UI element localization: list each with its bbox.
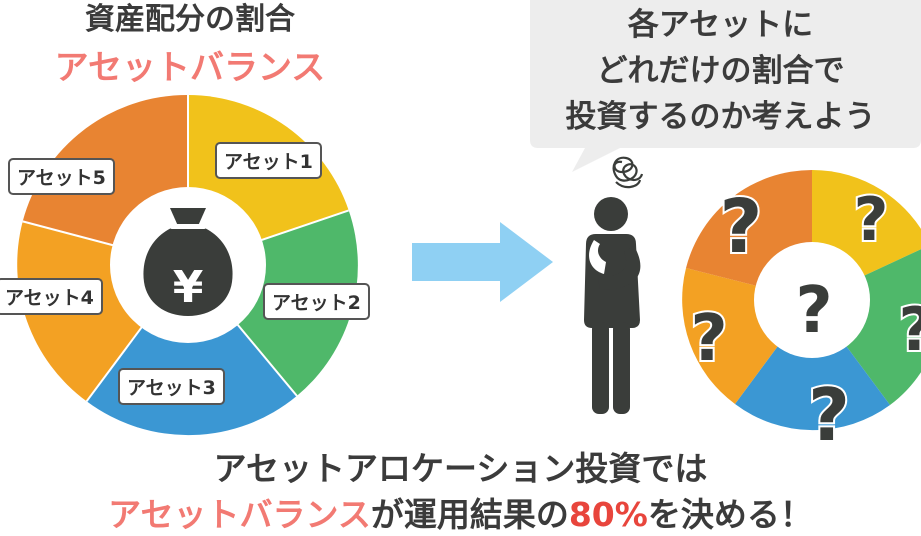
footer-highlight-percent: 80% bbox=[568, 495, 648, 534]
asset-label-2: アセット2 bbox=[263, 283, 370, 320]
speech-bubble-text: 各アセットに どれだけの割合で 投資するのか考えよう bbox=[520, 2, 921, 140]
question-mark-icon: ? bbox=[690, 302, 727, 376]
bubble-line-1: 各アセットに bbox=[627, 7, 814, 43]
footer-text-decide: を決める！ bbox=[647, 495, 813, 534]
speech-bubble bbox=[530, 0, 921, 172]
chart-subtitle: アセットバランス bbox=[54, 48, 326, 88]
right-arrow-icon bbox=[412, 222, 553, 302]
bubble-line-2: どれだけの割合で bbox=[596, 53, 845, 89]
footer-highlight-balance: アセットバランス bbox=[108, 495, 371, 534]
unknown-slice-blue bbox=[735, 300, 890, 431]
question-mark-icon: ? bbox=[795, 274, 832, 348]
question-mark-icon: ? bbox=[720, 184, 763, 270]
asset-label-4: アセット4 bbox=[0, 278, 103, 315]
footer-line-2: アセットバランスが運用結果の80%を決める！ bbox=[0, 488, 921, 536]
chart-title: 資産配分の割合 bbox=[85, 2, 295, 37]
question-mark-icon: ? bbox=[899, 295, 921, 365]
scribble-thought-icon bbox=[612, 156, 644, 189]
yen-symbol: ¥ bbox=[173, 262, 204, 313]
thinking-person-icon bbox=[584, 197, 641, 414]
asset-label-5: アセット5 bbox=[8, 158, 115, 195]
question-mark-icon: ? bbox=[854, 185, 889, 255]
footer-text-result: が運用結果の bbox=[370, 495, 569, 534]
money-bag-yen-icon bbox=[143, 208, 233, 316]
asset-label-3: アセット3 bbox=[118, 368, 225, 405]
bubble-line-3: 投資するのか考えよう bbox=[565, 99, 876, 135]
footer-line-1: アセットアロケーション投資では bbox=[213, 449, 708, 488]
unknown-pie-chart bbox=[682, 169, 921, 431]
asset-label-1: アセット1 bbox=[215, 142, 322, 179]
question-mark-icon: ? bbox=[808, 373, 850, 457]
